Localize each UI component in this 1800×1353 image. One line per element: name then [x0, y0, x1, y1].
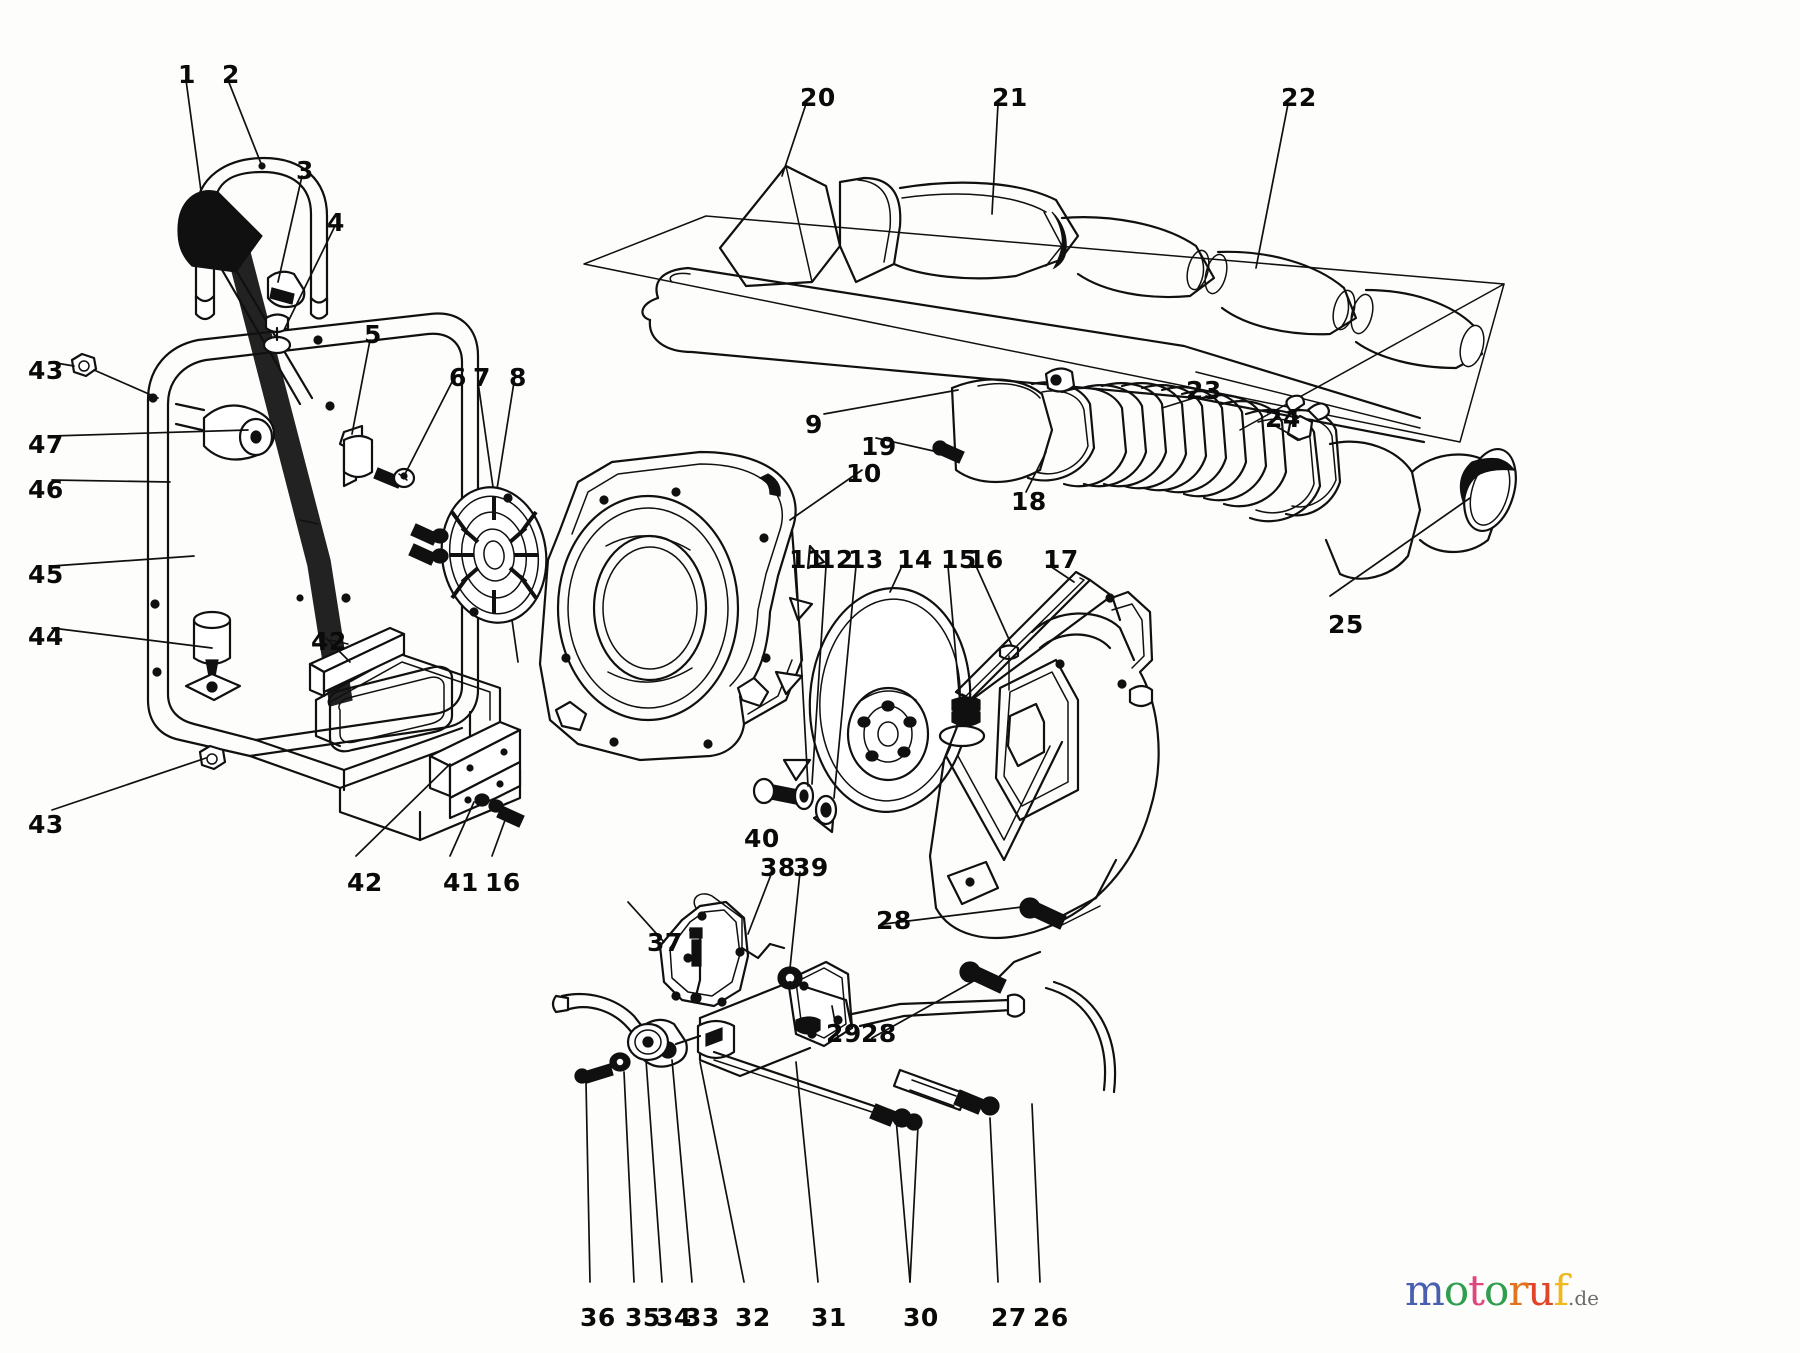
callout-number-27: 27	[991, 1303, 1027, 1332]
callout-number-8: 8	[509, 363, 527, 392]
callout-number-3: 3	[296, 156, 314, 185]
callout-number-17: 17	[1043, 545, 1079, 574]
callout-number-42: 42	[347, 868, 383, 897]
callout-number-13: 13	[848, 545, 884, 574]
callout-number-28: 28	[861, 1019, 897, 1048]
callout-number-32: 32	[735, 1303, 771, 1332]
callout-number-34: 34	[656, 1303, 692, 1332]
callout-number-33: 33	[684, 1303, 720, 1332]
callout-number-36: 36	[580, 1303, 616, 1332]
callout-number-6: 6	[449, 363, 467, 392]
watermark-letter: o	[1484, 1266, 1509, 1315]
callout-number-20: 20	[800, 83, 836, 112]
watermark-suffix: .de	[1568, 1286, 1599, 1310]
callout-number-23: 23	[1186, 376, 1222, 405]
callout-number-7: 7	[473, 363, 491, 392]
callout-number-46: 46	[28, 475, 64, 504]
watermark-letter: m	[1405, 1266, 1445, 1315]
callout-number-26: 26	[1033, 1303, 1069, 1332]
callout-number-42: 42	[311, 627, 347, 656]
blower-housing-10	[538, 450, 804, 762]
watermark-letter: u	[1527, 1266, 1554, 1315]
callout-number-1: 1	[178, 60, 196, 89]
callout-number-19: 19	[861, 432, 897, 461]
callout-number-28: 28	[876, 906, 912, 935]
watermark-letter: t	[1468, 1266, 1485, 1315]
frame-handle-assembly	[70, 156, 525, 842]
air-screen-8	[408, 486, 548, 624]
callout-number-14: 14	[897, 545, 933, 574]
mounting-plate-40	[627, 900, 750, 1008]
callout-number-21: 21	[992, 83, 1028, 112]
impeller-14	[752, 544, 1020, 834]
callout-number-4: 4	[327, 208, 345, 237]
callout-number-10: 10	[846, 459, 882, 488]
callout-number-18: 18	[1011, 487, 1047, 516]
leader-lines-right	[585, 103, 1471, 1283]
callout-number-37: 37	[647, 928, 683, 957]
callout-number-12: 12	[818, 545, 854, 574]
housing-half-17	[928, 570, 1160, 939]
callout-number-38: 38	[760, 853, 796, 882]
callout-number-30: 30	[903, 1303, 939, 1332]
callout-number-43: 43	[28, 356, 64, 385]
callout-number-39: 39	[793, 853, 829, 882]
callout-number-15: 15	[941, 545, 977, 574]
callout-number-16: 16	[968, 545, 1004, 574]
callout-number-31: 31	[811, 1303, 847, 1332]
callout-number-29: 29	[826, 1019, 862, 1048]
callout-number-2: 2	[222, 60, 240, 89]
callout-number-11: 11	[789, 545, 825, 574]
callout-number-43: 43	[28, 810, 64, 839]
flexible-hose-23	[932, 367, 1517, 580]
callout-number-35: 35	[625, 1303, 661, 1332]
callout-number-45: 45	[28, 560, 64, 589]
tube-assembly	[583, 164, 1505, 444]
callout-number-9: 9	[805, 410, 823, 439]
watermark-letter: o	[1443, 1266, 1469, 1315]
callout-number-41: 41	[443, 868, 479, 897]
callout-number-24: 24	[1265, 404, 1301, 433]
callout-number-22: 22	[1281, 83, 1317, 112]
callout-number-25: 25	[1328, 610, 1364, 639]
callout-number-47: 47	[28, 430, 64, 459]
callout-number-5: 5	[364, 320, 382, 349]
watermark-letter: r	[1508, 1266, 1528, 1315]
callout-number-44: 44	[28, 622, 64, 651]
watermark-letter: f	[1553, 1266, 1569, 1315]
motoruf-watermark: motoruf.de	[1405, 1270, 1599, 1312]
throttle-linkage	[551, 858, 1118, 1131]
callout-number-40: 40	[744, 824, 780, 853]
callout-number-16: 16	[485, 868, 521, 897]
